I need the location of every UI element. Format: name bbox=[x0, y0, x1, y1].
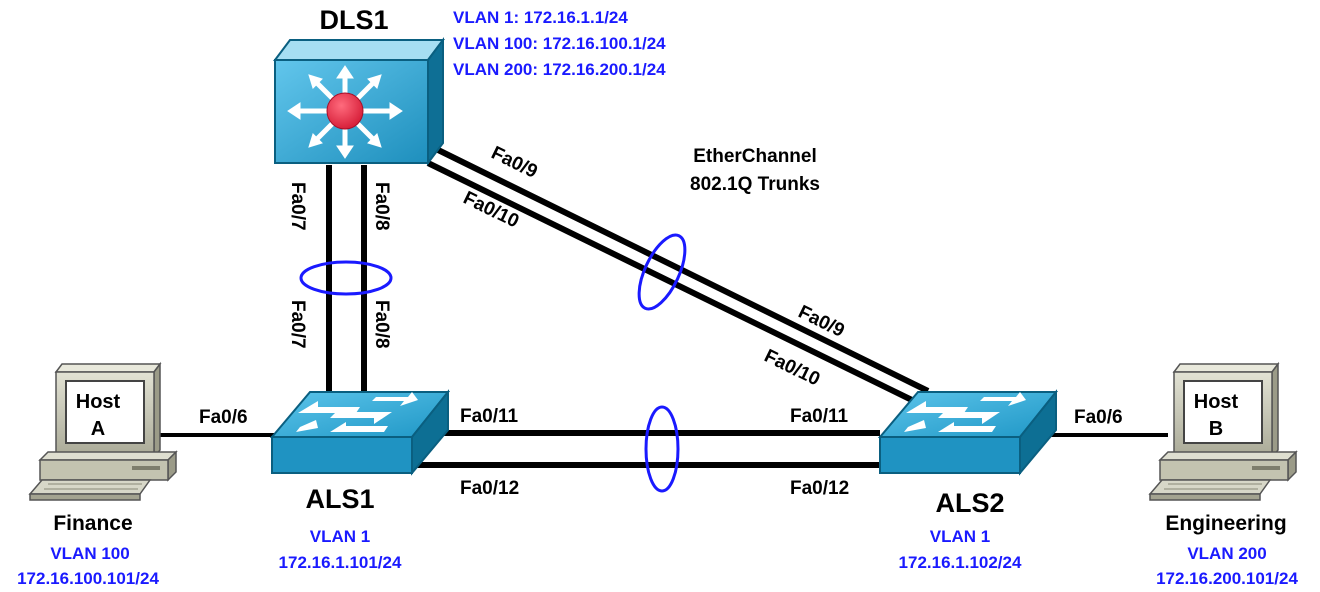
etherchannel-line2: 802.1Q Trunks bbox=[690, 174, 820, 195]
host-a-info: Finance VLAN 100 172.16.100.101/24 bbox=[17, 512, 159, 588]
pc-icon bbox=[28, 361, 178, 501]
port-als2-fa06: Fa0/6 bbox=[1074, 407, 1123, 428]
host-b-vlan: VLAN 200 bbox=[1187, 544, 1266, 563]
als1-vlan: VLAN 1 bbox=[310, 527, 370, 546]
etherchannel-label: EtherChannel 802.1Q Trunks bbox=[690, 146, 820, 195]
host-a-device[interactable]: Host A bbox=[28, 361, 178, 501]
host-a-ip: 172.16.100.101/24 bbox=[17, 569, 159, 588]
port-als1-fa07: Fa0/7 bbox=[287, 300, 308, 349]
dls1-vlan200: VLAN 200: 172.16.200.1/24 bbox=[453, 60, 666, 79]
etherchannel-oval-als1-als2 bbox=[644, 405, 680, 493]
etherchannel-oval-dls1-als1 bbox=[299, 260, 393, 296]
etherchannel-ovals bbox=[299, 233, 687, 493]
host-b-dept: Engineering bbox=[1165, 512, 1286, 535]
host-a-line2: A bbox=[91, 418, 105, 440]
als2-info: VLAN 1 172.16.1.102/24 bbox=[899, 527, 1022, 572]
als2-ip: 172.16.1.102/24 bbox=[899, 553, 1022, 572]
host-b-line1: Host bbox=[1194, 391, 1239, 413]
link-dls1-als2-fa09 bbox=[426, 142, 930, 394]
port-als1-fa011: Fa0/11 bbox=[460, 406, 519, 427]
als1-device[interactable]: ALS1 bbox=[269, 389, 451, 514]
port-als1-fa012: Fa0/12 bbox=[460, 478, 519, 499]
pc-icon bbox=[1148, 361, 1298, 501]
dls1-vlan1: VLAN 1: 172.16.1.1/24 bbox=[453, 8, 628, 27]
link-dls1-als2-fa010 bbox=[426, 160, 920, 406]
dls1-device[interactable]: DLS1 bbox=[273, 5, 445, 166]
host-b-line2: B bbox=[1209, 418, 1223, 440]
als2-device[interactable]: ALS2 bbox=[877, 389, 1059, 518]
port-als1-fa06: Fa0/6 bbox=[199, 407, 248, 428]
host-a-line1: Host bbox=[76, 391, 121, 413]
als1-name: ALS1 bbox=[305, 484, 374, 514]
workgroup-switch-icon bbox=[269, 389, 451, 476]
host-b-info: Engineering VLAN 200 172.16.200.101/24 bbox=[1156, 512, 1298, 588]
als1-info: VLAN 1 172.16.1.101/24 bbox=[279, 527, 402, 572]
als2-vlan: VLAN 1 bbox=[930, 527, 990, 546]
als2-name: ALS2 bbox=[935, 488, 1004, 518]
workgroup-switch-icon bbox=[877, 389, 1059, 476]
multilayer-switch-icon bbox=[273, 37, 445, 166]
port-dls1-fa07: Fa0/7 bbox=[287, 182, 308, 231]
port-dls1-fa08: Fa0/8 bbox=[371, 182, 392, 231]
etherchannel-line1: EtherChannel bbox=[693, 146, 817, 167]
port-als2-fa011: Fa0/11 bbox=[790, 406, 849, 427]
host-a-dept: Finance bbox=[53, 512, 132, 535]
als1-ip: 172.16.1.101/24 bbox=[279, 553, 402, 572]
dls1-vlan100: VLAN 100: 172.16.100.1/24 bbox=[453, 34, 666, 53]
host-b-ip: 172.16.200.101/24 bbox=[1156, 569, 1298, 588]
etherchannel-oval-dls1-als2 bbox=[637, 233, 687, 311]
host-b-device[interactable]: Host B bbox=[1148, 361, 1298, 501]
port-als1-fa08: Fa0/8 bbox=[371, 300, 392, 349]
dls1-name: DLS1 bbox=[319, 5, 388, 35]
dls1-vlan-info: VLAN 1: 172.16.1.1/24 VLAN 100: 172.16.1… bbox=[453, 8, 666, 79]
port-als2-fa012: Fa0/12 bbox=[790, 478, 849, 499]
host-a-vlan: VLAN 100 bbox=[50, 544, 129, 563]
